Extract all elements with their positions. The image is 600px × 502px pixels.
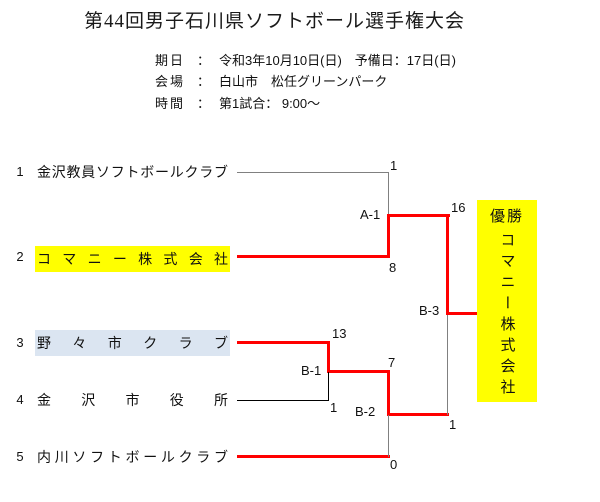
champion-box: 優勝 コマニー株式会社: [477, 200, 537, 402]
info-label-date: 期日: [155, 53, 186, 68]
champion-title: 優勝: [489, 208, 524, 225]
match-label-b2: B-2: [355, 404, 376, 419]
score-b3-top: 16: [451, 200, 466, 215]
score-b1-top: 13: [332, 326, 347, 341]
bracket-line-team5: [237, 455, 390, 458]
score-a1-bottom: 8: [389, 260, 397, 275]
bracket-line-team3-winner: [237, 341, 330, 344]
team-name-komany: コマニー株式会社: [35, 246, 230, 272]
team-name-nonoichi: 野々市クラブ: [35, 330, 230, 356]
info-colon: ：: [197, 53, 211, 68]
bracket-vline-a1-bottom: [387, 214, 390, 258]
team-name-uchikawa: 内川ソフトボールクラブ: [37, 449, 228, 465]
page-title: 第44回男子石川県ソフトボール選手権大会: [84, 11, 466, 32]
bracket-line-team4: [237, 400, 329, 401]
info-colon: ：: [197, 96, 211, 111]
score-b3-bottom: 1: [449, 417, 457, 432]
info-label-time: 時間: [155, 96, 186, 111]
info-row-time: 時間 ： 第1試合： 9:00～: [155, 93, 321, 111]
bracket-line-team1: [237, 172, 389, 173]
team-name-kanazawa-shiyakusho: 金沢市役所: [37, 392, 228, 408]
bracket-vline-b2-to-b3: [447, 315, 448, 415]
bracket-line-a1-winner: [387, 214, 450, 217]
match-label-b3: B-3: [419, 303, 440, 318]
champion-team-name: コマニー株式会社: [498, 232, 516, 400]
bracket-vline-b2-bottom: [388, 415, 389, 457]
bracket-line-team2-winner: [237, 255, 390, 258]
seed-number-3: 3: [16, 335, 24, 350]
bracket-line-b2-winner: [387, 413, 449, 416]
bracket-vline-b1-bottom: [328, 372, 329, 400]
bracket-vline-b1-to-b2: [387, 370, 390, 416]
info-row-venue: 会場 ： 白山市 松任グリーンパーク: [155, 71, 388, 89]
seed-number-2: 2: [16, 249, 24, 264]
bracket-vline-b1-top: [327, 341, 330, 373]
info-value-venue: 白山市 松任グリーンパーク: [219, 74, 388, 89]
score-b2-bottom: 0: [390, 457, 398, 472]
team-name-kanazawa-kyoin: 金沢教員ソフトボールクラブ: [37, 164, 228, 180]
info-value-date: 令和3年10月10日(日) 予備日：17日(日): [219, 53, 456, 68]
match-label-b1: B-1: [301, 363, 322, 378]
bracket-line-b3-winner-to-champion: [447, 312, 478, 315]
bracket-line-b1-winner: [327, 370, 390, 373]
seed-number-5: 5: [16, 449, 24, 464]
info-label-venue: 会場: [155, 74, 186, 89]
score-b2-top: 7: [388, 355, 396, 370]
bracket-vline-a1-to-b3: [446, 214, 449, 315]
score-a1-top: 1: [390, 158, 398, 173]
score-b1-bottom: 1: [330, 400, 338, 415]
info-row-date: 期日 ： 令和3年10月10日(日) 予備日：17日(日): [155, 50, 456, 68]
seed-number-1: 1: [16, 164, 24, 179]
seed-number-4: 4: [16, 392, 24, 407]
info-value-time: 第1試合： 9:00～: [219, 96, 321, 111]
info-colon: ：: [197, 74, 211, 89]
bracket-vline-a1-top: [388, 172, 389, 216]
match-label-a1: A-1: [360, 207, 381, 222]
